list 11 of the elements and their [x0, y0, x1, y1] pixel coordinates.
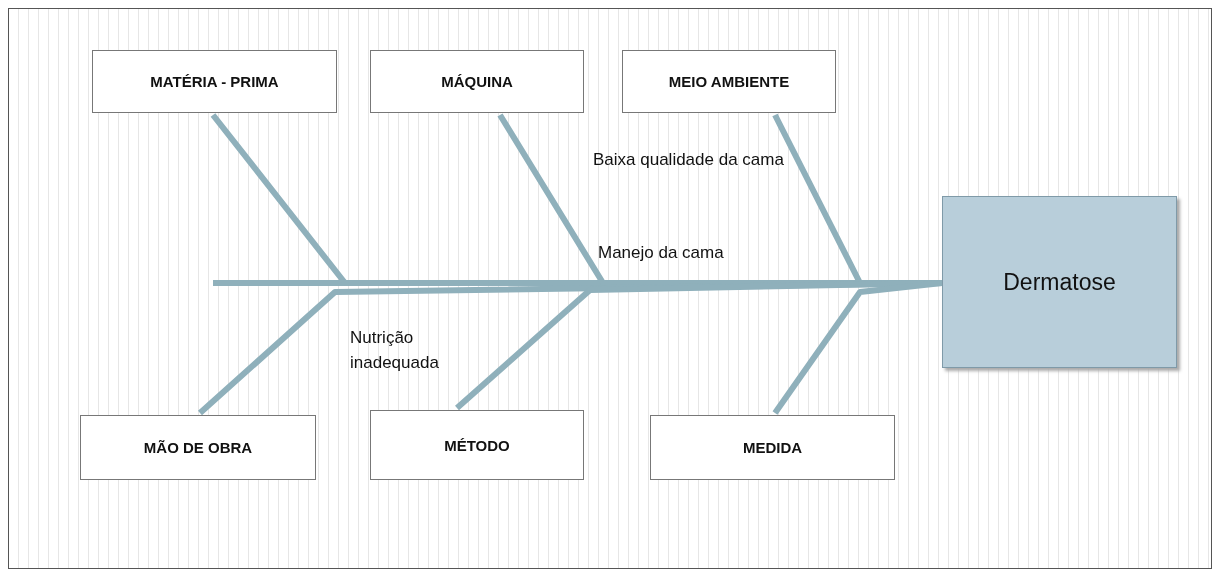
category-box: MEIO AMBIENTE: [622, 50, 836, 113]
effect-box: Dermatose: [942, 196, 1177, 368]
cause-label: Nutrição inadequada: [350, 327, 440, 374]
category-box: MÃO DE OBRA: [80, 415, 316, 480]
category-box: MEDIDA: [650, 415, 895, 480]
category-box: MÁQUINA: [370, 50, 584, 113]
category-box: MATÉRIA - PRIMA: [92, 50, 337, 113]
cause-label: Manejo da cama: [598, 242, 725, 264]
fishbone-line: [772, 280, 943, 415]
category-box: MÉTODO: [370, 410, 584, 480]
cause-label: Baixa qualidade da cama: [593, 149, 785, 171]
